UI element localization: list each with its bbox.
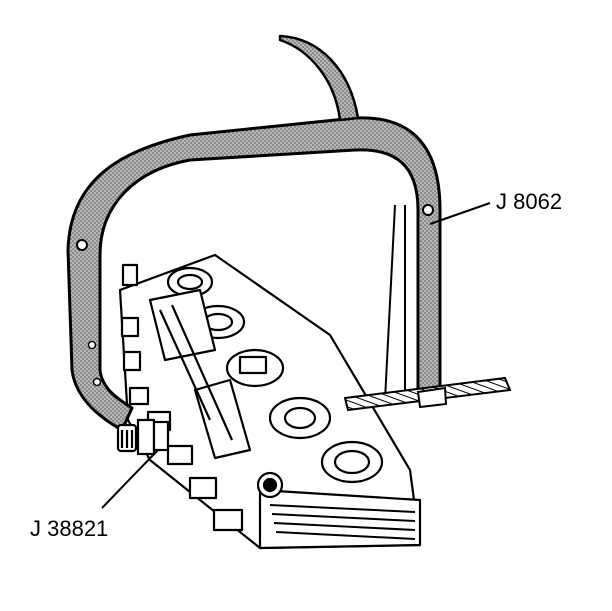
valve-pocket	[225, 348, 285, 388]
valve-spring-compressor-frame	[66, 34, 512, 432]
cylinder-head-icon	[118, 253, 422, 550]
label-compressor-frame: J 8062	[496, 189, 563, 214]
leader-line-adapter	[101, 449, 159, 509]
valve-pocket	[268, 396, 332, 440]
label-adapter: J 38821	[30, 516, 109, 541]
leader-line-frame	[429, 202, 491, 225]
valve-pocket	[166, 266, 214, 298]
cam-tower	[120, 263, 244, 532]
valve-pocket	[320, 440, 384, 484]
spring-adapter-icon	[116, 418, 170, 456]
